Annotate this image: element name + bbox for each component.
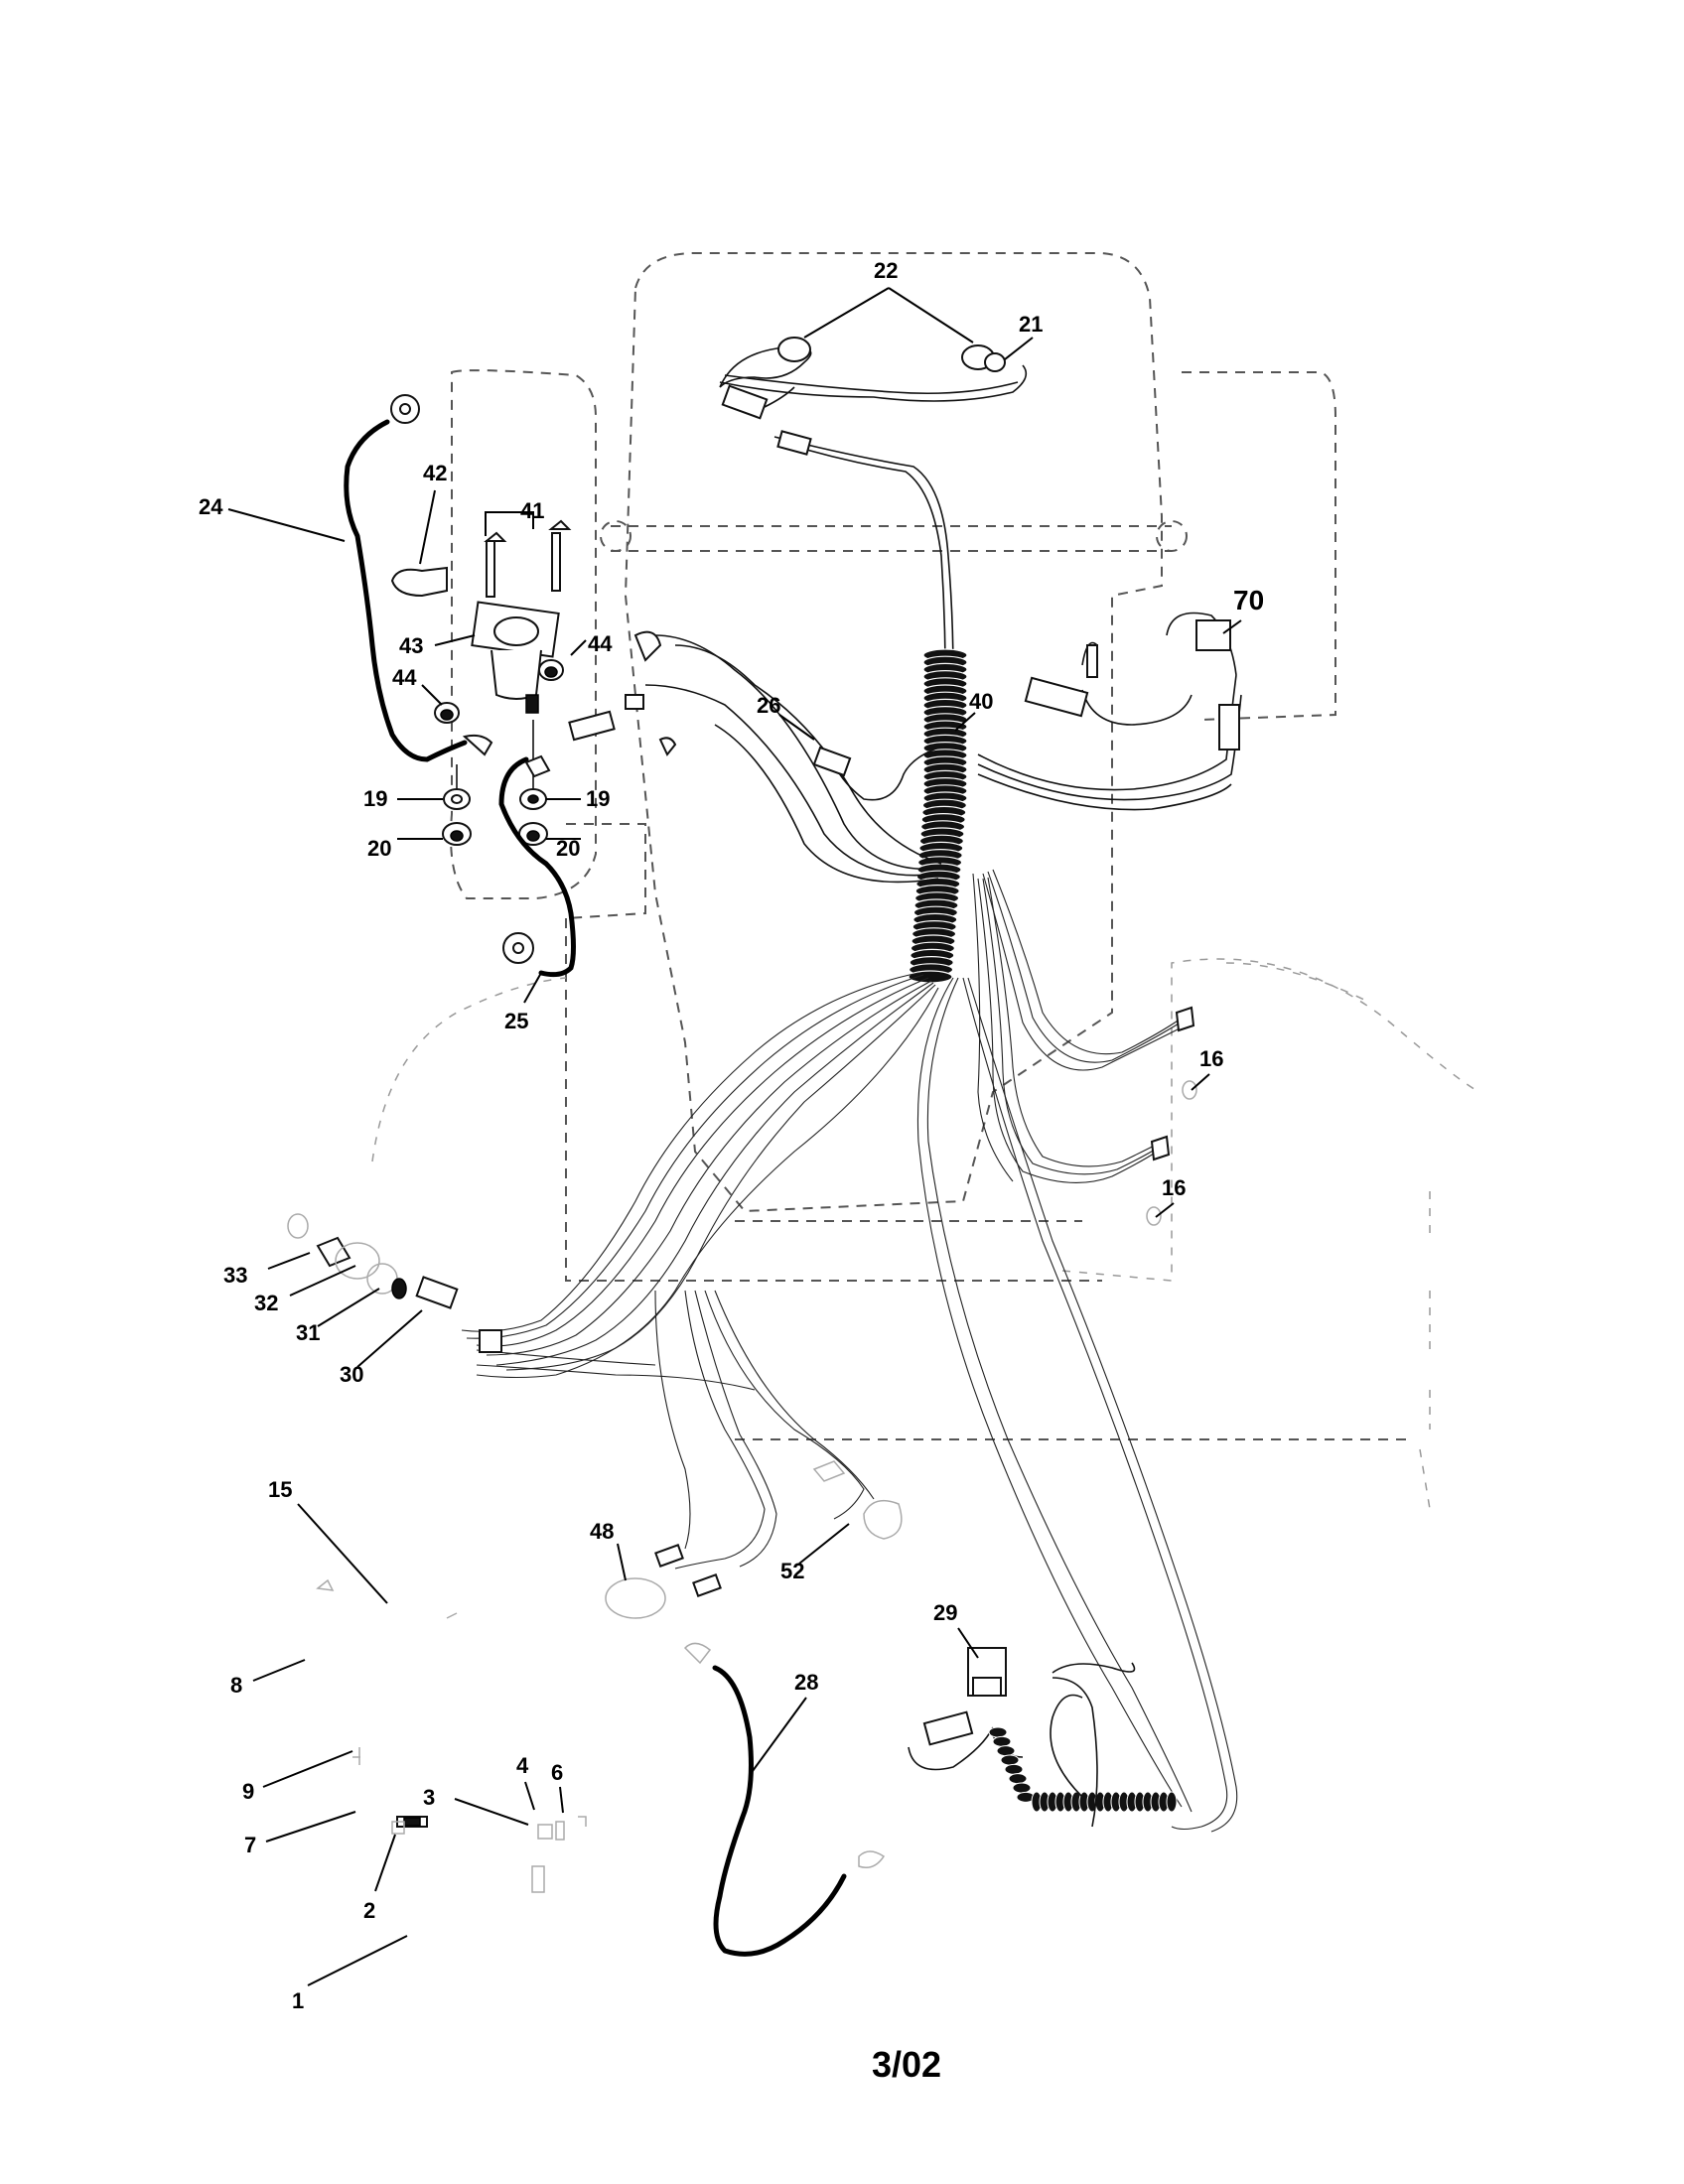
callout-48: 48	[590, 1519, 614, 1544]
callout-15: 15	[268, 1477, 292, 1502]
pto-coil-ring	[996, 1745, 1016, 1757]
callout-32: 32	[254, 1291, 278, 1315]
callout-21: 21	[1019, 312, 1043, 337]
main-harness-wires	[461, 612, 1242, 1833]
seat-switch-cable	[683, 1642, 886, 1957]
callout-9: 9	[242, 1779, 254, 1804]
callout-42: 42	[423, 461, 447, 485]
pto-coil-ring	[1000, 1754, 1020, 1766]
revision-date-code: 3/02	[872, 2044, 941, 2085]
callout-40: 40	[969, 689, 993, 714]
callout-22: 22	[874, 258, 898, 283]
callout-33: 33	[223, 1263, 247, 1288]
battery-cables	[344, 394, 576, 978]
callout-52: 52	[780, 1559, 804, 1583]
callout-29: 29	[933, 1600, 957, 1625]
callout-19-left: 19	[363, 786, 387, 811]
callout-8: 8	[230, 1673, 242, 1698]
pto-coil-ring	[1166, 1791, 1178, 1813]
conduit-ring	[908, 970, 953, 984]
callout-24: 24	[199, 494, 223, 519]
callout-19-right: 19	[586, 786, 610, 811]
callout-4: 4	[516, 1753, 529, 1778]
callout-28: 28	[794, 1670, 818, 1695]
callout-1: 1	[292, 1988, 304, 2013]
harness-conduit	[908, 648, 968, 984]
callout-26: 26	[757, 693, 780, 718]
callout-31: 31	[296, 1320, 320, 1345]
pto-coil-ring	[1004, 1763, 1024, 1775]
callout-41: 41	[520, 498, 544, 523]
tractor-frame-outline	[371, 252, 1480, 1510]
pto-coil-ring	[1012, 1782, 1032, 1794]
harness-connectors	[287, 619, 1240, 1619]
hardware-kit	[316, 1578, 587, 1893]
callout-7: 7	[244, 1833, 256, 1857]
callout-44-right: 44	[588, 631, 613, 656]
callout-3: 3	[423, 1785, 435, 1810]
callout-44-left: 44	[392, 665, 417, 690]
callout-20-left: 20	[367, 836, 391, 861]
pto-coil-ring	[1008, 1773, 1028, 1785]
pto-coil-ring	[992, 1735, 1012, 1747]
callout-6: 6	[551, 1760, 563, 1785]
callout-43: 43	[399, 633, 423, 658]
callout-leaders	[227, 287, 1242, 1986]
callout-labels: 24 42 41 43 44 44 19 19 20 20 25 22 21 2…	[199, 258, 1264, 2013]
headlight-harness	[719, 337, 1028, 676]
starter-solenoid	[390, 519, 677, 846]
callout-16-upper: 16	[1199, 1046, 1223, 1071]
callout-2: 2	[363, 1898, 375, 1923]
callout-70: 70	[1233, 585, 1264, 615]
pto-coil-ring	[988, 1726, 1008, 1738]
callout-16-lower: 16	[1162, 1175, 1186, 1200]
pto-coil-assembly	[908, 1647, 1178, 1828]
callout-30: 30	[340, 1362, 363, 1387]
callout-25: 25	[504, 1009, 528, 1033]
callout-20-right: 20	[556, 836, 580, 861]
